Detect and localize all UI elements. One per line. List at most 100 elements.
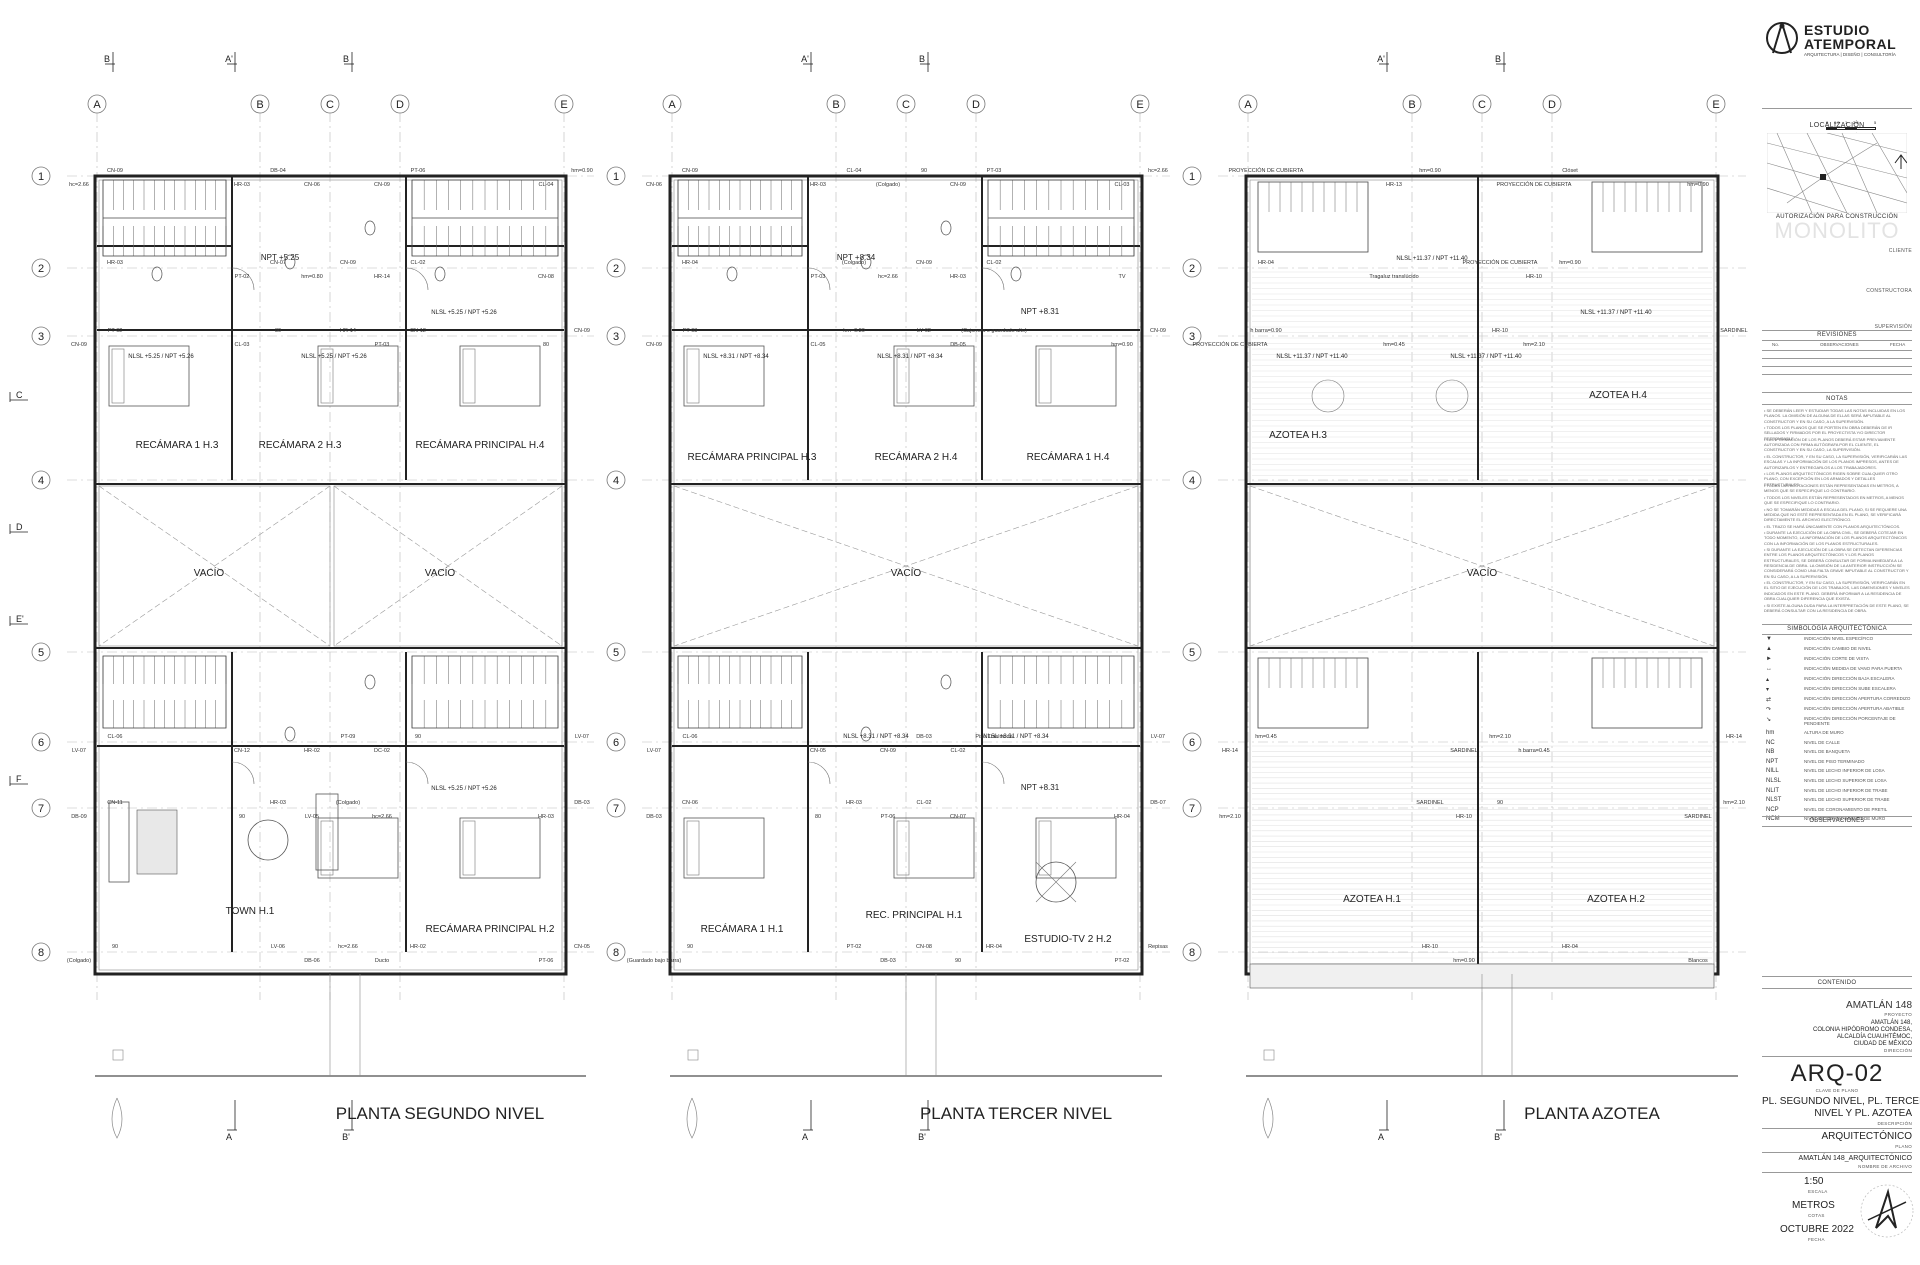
bed-outline (459, 345, 541, 407)
grid-label-row: 7 (1189, 803, 1195, 815)
symbol-glyph-icon: ▾ (1766, 687, 1770, 693)
annotation-mark: 90 (415, 734, 421, 740)
annotation-mark: 80 (543, 342, 549, 348)
section-label: B (919, 54, 925, 64)
annotation-mark: HR-04 (682, 260, 698, 266)
plan-title: PLANTA SEGUNDO NIVEL (336, 1104, 544, 1123)
annotation-mark: PT-09 (341, 734, 356, 740)
plan-title: PLANTA AZOTEA (1524, 1104, 1660, 1123)
nota-item: • SE DEBERÁN LEER Y ESTUDIAR TODAS LAS N… (1764, 408, 1906, 424)
grid-bubble (31, 798, 51, 818)
bed-pillow (1038, 820, 1052, 876)
grid-label-row: 5 (1189, 647, 1195, 659)
rug (136, 809, 178, 875)
grid-label-col: D (972, 99, 980, 111)
grid-label-col: B (256, 99, 263, 111)
annotation-mark: hm=0.80 (301, 274, 323, 280)
watermark-logo: MONOLITO (1774, 218, 1900, 243)
annotation-mark: DB-05 (950, 342, 966, 348)
units-caption: COTAS (1808, 1213, 1825, 1218)
annotation-mark: LV-05 (305, 814, 319, 820)
bed-outline (1035, 817, 1117, 879)
annotation-mark: 90 (687, 944, 693, 950)
abbreviation-value: NIVEL DE LECHO INFERIOR DE LOSA (1804, 768, 1885, 774)
grid-bubble (250, 94, 270, 114)
date-value: OCTUBRE 2022 (1780, 1224, 1854, 1235)
section-label: A' (1377, 54, 1385, 64)
kitchen-island (315, 793, 339, 871)
annotation-mark: hm=0.90 (1687, 182, 1709, 188)
meter-box (112, 1049, 124, 1061)
abbreviation-key: NC (1766, 739, 1775, 746)
annotation-mark: CL-02 (917, 800, 932, 806)
room-label: RECÁMARA PRINCIPAL H.4 (416, 438, 545, 451)
grid-bubble (1706, 94, 1726, 114)
plano-caption: PLANO (1895, 1144, 1912, 1149)
annotation-mark: PT-03 (987, 168, 1002, 174)
symbol-label: INDICACIÓN MEDIDA DE VANO PARA PUERTA (1804, 666, 1903, 671)
grid-label-row: 2 (613, 263, 619, 275)
file-name: AMATLÁN 148_ARQUITECTÓNICO (1798, 1155, 1912, 1162)
section-label: B' (342, 1132, 350, 1142)
grid-bubble (1238, 94, 1258, 114)
section-label: B' (918, 1132, 926, 1142)
door-swing (981, 761, 1005, 785)
toilet-fixture (364, 674, 376, 690)
firm-name-line2: ATEMPORAL (1804, 36, 1897, 52)
annotation-mark: Repisas (1148, 944, 1168, 950)
section-label: B (343, 54, 349, 64)
tree-symbol (686, 1097, 698, 1139)
symbol-label: INDICACIÓN DIRECCIÓN SUBE ESCALERA (1804, 686, 1896, 691)
plan-title: PLANTA TERCER NIVEL (920, 1104, 1112, 1123)
grid-bubble (606, 470, 626, 490)
stair-outline (987, 655, 1135, 729)
address-line-4: CIUDAD DE MÉXICO (1853, 1041, 1912, 1047)
symbol-row: ►INDICACIÓN CORTE DE VISTA (1766, 656, 1912, 666)
annotation-mark: 90 (239, 814, 245, 820)
annotation-mark: HR-03 (270, 800, 286, 806)
outdoor-table (1435, 379, 1469, 413)
room-label: ESTUDIO-TV 2 H.2 (1024, 934, 1112, 945)
grid-label-row: 6 (1189, 737, 1195, 749)
door-swing (807, 761, 831, 785)
annotation-mark: PROYECCIÓN DE CUBIERTA (1229, 167, 1304, 174)
bed-outline (317, 817, 399, 879)
toilet-fixture (151, 266, 163, 282)
annotation-mark: hm=2.10 (1523, 342, 1545, 348)
bed-pillow (320, 348, 334, 404)
annotation-mark: CN-09 (574, 328, 590, 334)
annotation-mark: HR-04 (1114, 814, 1130, 820)
bed-pillow (111, 348, 125, 404)
annotation-mark: hm=0.80 (843, 328, 865, 334)
symbol-row: ▴INDICACIÓN DIRECCIÓN BAJA ESCALERA (1766, 676, 1912, 686)
level-label: NPT +5.25 (261, 253, 300, 262)
scale-tick: 2.5 (1853, 120, 1859, 125)
abbreviation-value: ALTURA DE MURO (1804, 730, 1844, 735)
annotation-mark: 90 (1497, 800, 1503, 806)
bed-pillow (686, 820, 700, 876)
level-label: NPT +8.34 (837, 253, 876, 262)
annotation-mark: h barra=0.45 (1518, 748, 1549, 754)
symbol-row: ▾ INDICACIÓN DIRECCIÓN SUBE ESCALERA (1766, 686, 1912, 696)
grid-bubble (31, 470, 51, 490)
annotation-mark: CL-02 (987, 260, 1002, 266)
grid-label-col: A (1244, 99, 1252, 111)
annotation-mark: LV-06 (271, 944, 285, 950)
annotation-mark: PT-03 (375, 342, 390, 348)
scale-tick: 0.5 (1834, 120, 1840, 125)
annotation-mark: CN-12 (234, 748, 250, 754)
grid-bubble (1182, 326, 1202, 346)
annotation-mark: HR-03 (107, 260, 123, 266)
annotation-mark: CN-11 (107, 800, 123, 806)
annotation-mark: CL-04 (539, 182, 554, 188)
annotation-mark: DB-03 (646, 814, 662, 820)
room-label: TOWN H.1 (226, 906, 275, 917)
annotation-mark: DB-03 (574, 800, 590, 806)
rev-col-obs: OBSERVACIONES (1820, 342, 1859, 347)
project-caption: PROYECTO (1884, 1012, 1912, 1017)
annotation-mark: DB-03 (880, 958, 896, 964)
grid-label-row: 5 (38, 647, 44, 659)
annotation-mark: SARDINEL (1416, 800, 1444, 806)
